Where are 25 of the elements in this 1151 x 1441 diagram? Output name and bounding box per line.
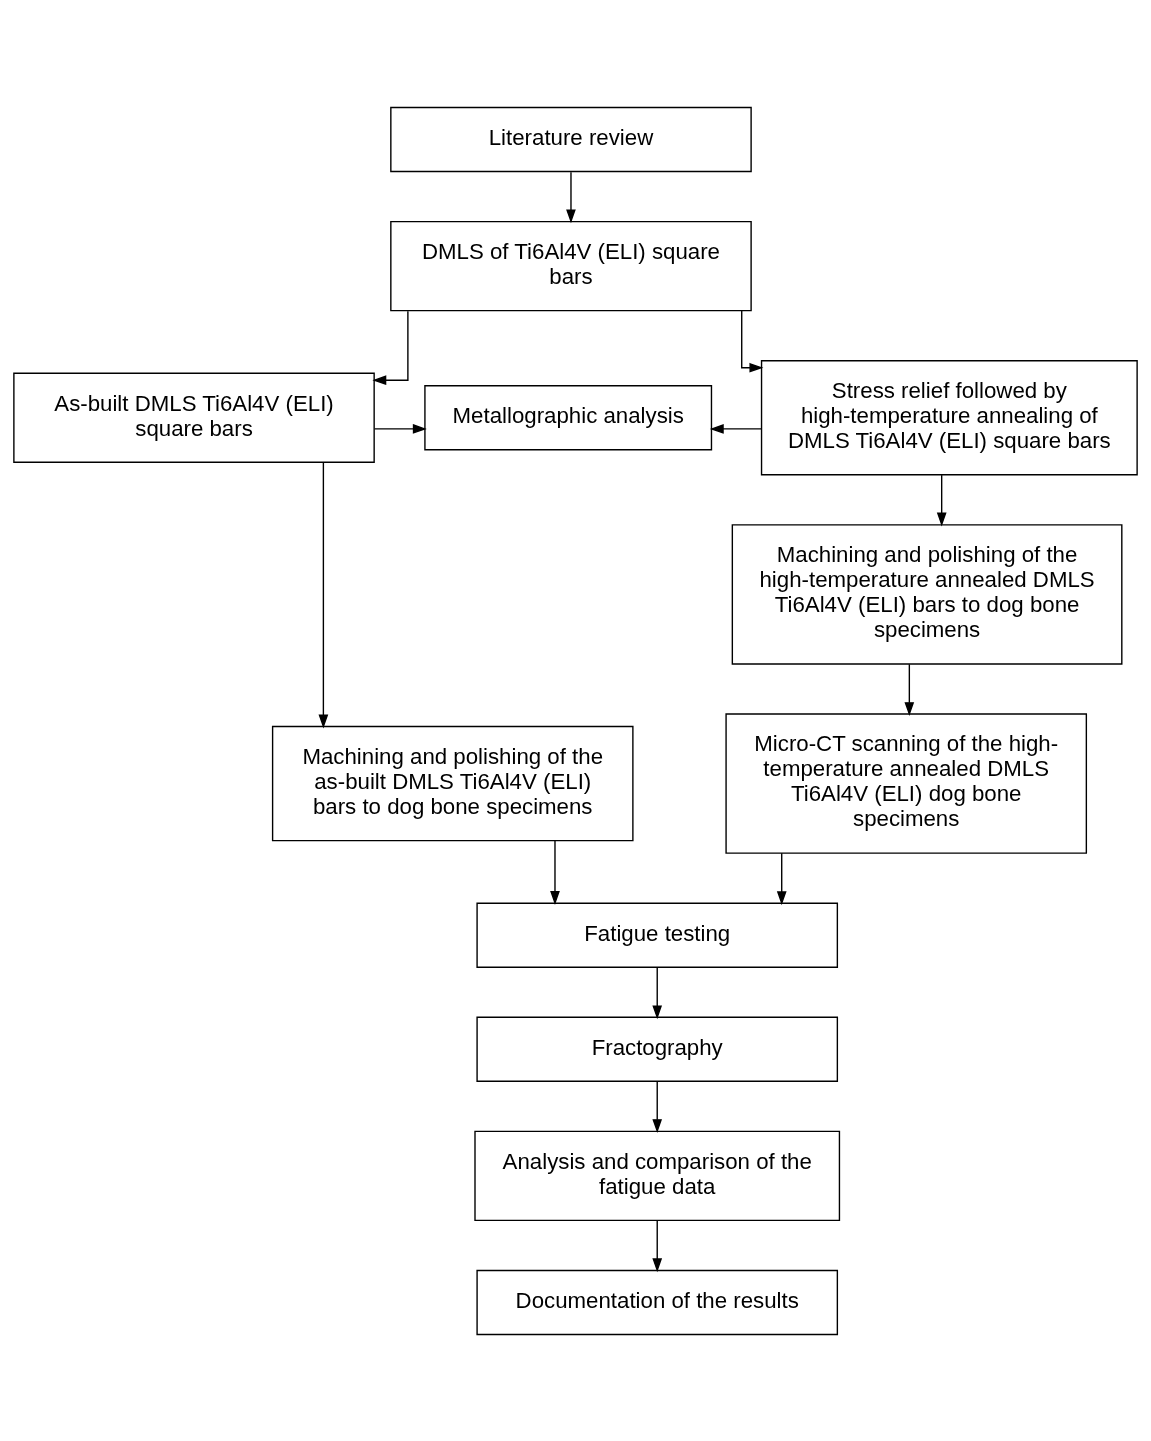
node-box: As-built DMLS Ti6Al4V (ELI) square bars bbox=[13, 372, 375, 463]
node-box: DMLS of Ti6Al4V (ELI) square bars bbox=[390, 220, 752, 311]
arrow bbox=[652, 966, 663, 1019]
arrow bbox=[373, 423, 427, 434]
arrow bbox=[936, 473, 947, 526]
arrow bbox=[318, 461, 329, 728]
arrow bbox=[550, 839, 560, 905]
node-box: Machining and polishing of the high-temperature annealed DMLS Ti6Al4V (ELI) bars to dog bone specimens bbox=[731, 523, 1123, 665]
arrow bbox=[741, 309, 764, 373]
arrow bbox=[709, 423, 762, 434]
node-box: Machining and polishing of the as-built DMLS Ti6Al4V (ELI) bars to dog bone specimens bbox=[271, 725, 634, 841]
arrow bbox=[372, 310, 409, 385]
node-box: Fractography bbox=[476, 1016, 839, 1082]
node-box: Fatigue testing bbox=[476, 902, 839, 968]
arrow bbox=[904, 663, 915, 716]
node-box: Micro-CT scanning of the high-temperature annealed DMLS Ti6Al4V (ELI) dog bone specimens bbox=[725, 712, 1088, 854]
node-box: Documentation of the results bbox=[476, 1269, 839, 1335]
node-box: Analysis and comparison of the fatigue data bbox=[474, 1130, 841, 1221]
arrow bbox=[652, 1219, 663, 1272]
node-box: Literature review bbox=[390, 106, 752, 172]
node-box: Metallographic analysis bbox=[424, 384, 713, 450]
arrow bbox=[652, 1080, 663, 1133]
node-box: Stress relief followed by high-temperature annealing of DMLS Ti6Al4V (ELI) square bars bbox=[760, 359, 1138, 475]
arrow bbox=[776, 852, 787, 905]
arrow bbox=[566, 170, 576, 223]
